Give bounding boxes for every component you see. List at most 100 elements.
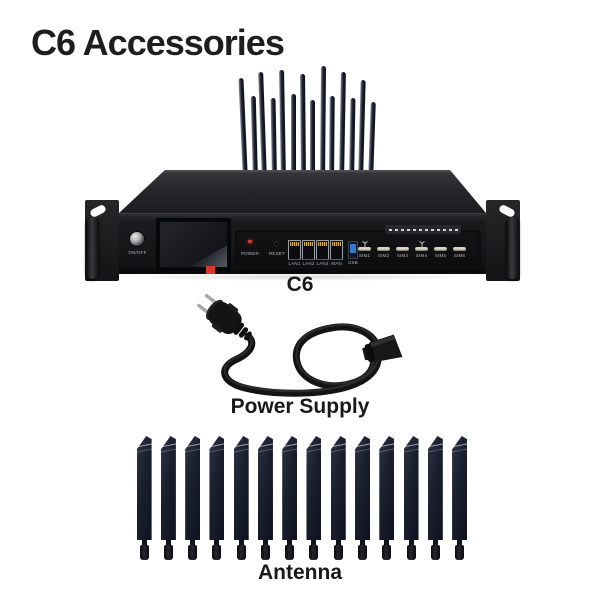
antenna-item bbox=[302, 436, 326, 562]
antenna-paddle bbox=[427, 436, 443, 540]
page-title: C6 Accessories bbox=[31, 22, 285, 63]
usb-label: USB bbox=[348, 260, 358, 265]
status-led bbox=[436, 228, 440, 231]
sim-slot-label: SIM5 bbox=[434, 253, 447, 258]
usb-port bbox=[348, 241, 358, 259]
sim-slot bbox=[358, 247, 371, 251]
signal-icon bbox=[418, 236, 426, 249]
antenna-paddle bbox=[257, 436, 273, 540]
lcd-screen bbox=[156, 218, 231, 274]
sim-slot-group: SIM3 bbox=[393, 238, 412, 259]
device-shadow bbox=[110, 273, 495, 281]
antenna-connector bbox=[333, 545, 343, 560]
antenna-item bbox=[375, 436, 399, 562]
antenna-item bbox=[423, 436, 447, 562]
device-antenna bbox=[279, 69, 287, 183]
sim-slot bbox=[453, 247, 466, 251]
antenna-connector bbox=[309, 545, 319, 560]
sim-slot-group: SIM2 bbox=[374, 238, 393, 259]
antenna-paddle bbox=[282, 436, 298, 540]
antenna-neck bbox=[238, 540, 244, 545]
antenna-item bbox=[205, 436, 229, 562]
device-top-antenna-row bbox=[238, 62, 379, 183]
signal-icon bbox=[361, 236, 369, 249]
sim-slot-group: SIM5 bbox=[431, 238, 450, 259]
ethernet-port-label: WAN bbox=[331, 261, 342, 266]
power-supply-label: Power Supply bbox=[230, 395, 370, 418]
screen-film-tab bbox=[206, 266, 215, 274]
ethernet-port bbox=[330, 240, 343, 260]
power-cable-image bbox=[197, 293, 403, 397]
antenna-paddle bbox=[160, 436, 176, 540]
usb-port-group: USB bbox=[347, 241, 359, 266]
device-antenna bbox=[270, 97, 277, 183]
ethernet-port bbox=[316, 240, 329, 260]
antenna-item bbox=[229, 436, 253, 562]
antenna-neck bbox=[360, 540, 366, 545]
antenna-connector bbox=[188, 545, 198, 560]
status-led bbox=[442, 228, 446, 231]
rack-ear-right bbox=[486, 200, 520, 281]
sim-slot-label: SIM3 bbox=[396, 253, 409, 258]
device-antenna bbox=[348, 97, 356, 183]
antenna-connector bbox=[285, 545, 295, 560]
ethernet-port-group: WAN bbox=[330, 240, 343, 267]
sim-slot bbox=[415, 247, 428, 251]
device-antenna bbox=[299, 73, 306, 183]
sim-slot bbox=[434, 247, 447, 251]
status-led bbox=[388, 228, 392, 231]
onoff-label: ON/OFF bbox=[128, 250, 147, 255]
device-antenna bbox=[339, 71, 346, 183]
antenna-connector bbox=[430, 545, 440, 560]
antenna-connector bbox=[236, 545, 246, 560]
antenna-neck bbox=[214, 540, 220, 545]
ethernet-port-group: LAN1 bbox=[288, 240, 301, 267]
antenna-neck bbox=[384, 540, 390, 545]
status-led bbox=[412, 228, 416, 231]
status-led bbox=[454, 228, 458, 231]
status-led bbox=[424, 228, 428, 231]
iec-connector bbox=[362, 334, 403, 363]
device-antenna bbox=[310, 100, 316, 182]
antenna-neck bbox=[457, 540, 463, 545]
antenna-paddle bbox=[452, 436, 468, 540]
device-antenna bbox=[250, 95, 258, 183]
rack-ear-left bbox=[85, 200, 119, 281]
ethernet-port-group: LAN2 bbox=[302, 240, 315, 267]
ethernet-port bbox=[302, 240, 315, 260]
antenna-paddle bbox=[379, 436, 395, 540]
sim-slot-group: SIM1 bbox=[355, 238, 374, 259]
ethernet-port-group: LAN3 bbox=[316, 240, 329, 267]
power-plug bbox=[197, 293, 252, 341]
antenna-neck bbox=[165, 540, 171, 545]
antenna-item bbox=[253, 436, 277, 562]
antenna-connector bbox=[382, 545, 392, 560]
antenna-paddle bbox=[185, 436, 201, 540]
sim-slot-label: SIM2 bbox=[377, 253, 390, 258]
antenna-neck bbox=[262, 540, 268, 545]
power-knob bbox=[129, 231, 145, 247]
antenna-item bbox=[181, 436, 205, 562]
antenna-neck bbox=[141, 540, 147, 545]
antenna-neck bbox=[287, 540, 293, 545]
device-antenna bbox=[291, 94, 296, 182]
reset-label: RESET bbox=[268, 251, 285, 256]
antenna-connector bbox=[455, 545, 465, 560]
antenna-paddle bbox=[136, 436, 152, 540]
lcd-screen-glass bbox=[160, 222, 227, 267]
status-led bbox=[430, 228, 434, 231]
power-led bbox=[248, 240, 252, 243]
antenna-item bbox=[447, 436, 471, 562]
antenna-item bbox=[156, 436, 180, 562]
antenna-connector bbox=[260, 545, 270, 560]
antenna-neck bbox=[311, 540, 317, 545]
rack-mount-hole bbox=[498, 203, 516, 219]
antenna-item bbox=[326, 436, 350, 562]
device-name-label: C6 bbox=[286, 273, 314, 296]
antenna-paddle bbox=[306, 436, 322, 540]
device-antenna bbox=[319, 65, 326, 183]
status-led bbox=[418, 228, 422, 231]
antenna-item bbox=[132, 436, 156, 562]
